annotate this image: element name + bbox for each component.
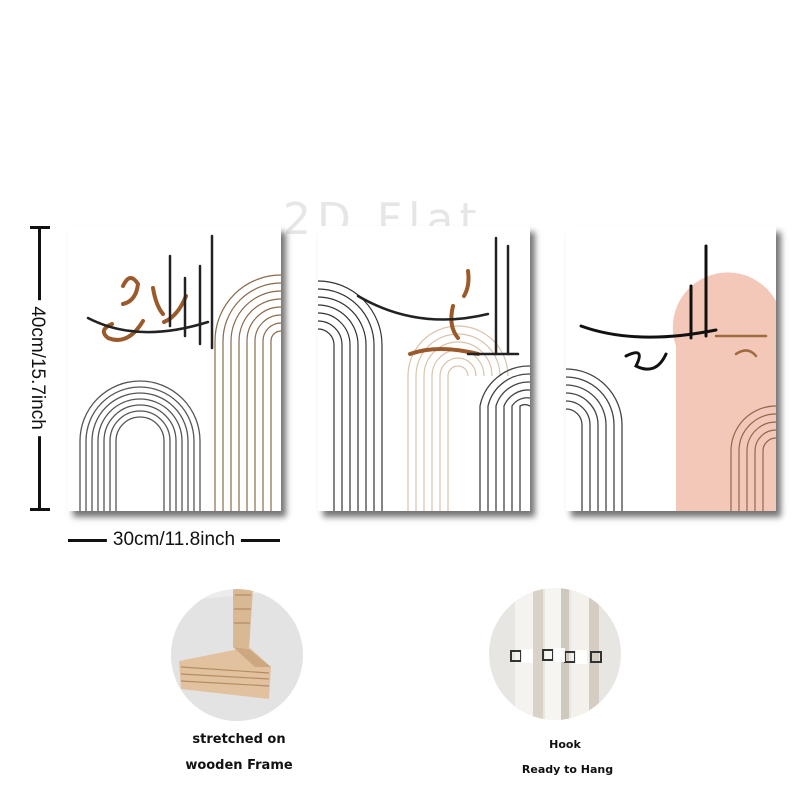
panel-3-artwork	[566, 244, 776, 511]
height-label: 40cm/15.7inch	[26, 300, 48, 436]
wooden-frame-photo	[171, 589, 303, 721]
pink-arch-shape	[672, 272, 776, 511]
hook-caption-line-2: Ready to Hang	[521, 763, 614, 776]
panel-2-artwork	[318, 236, 530, 511]
canvas-panel-2	[318, 226, 530, 511]
canvas-panel-1	[68, 226, 281, 511]
wooden-frame-caption-line-2: wooden Frame	[185, 758, 293, 773]
hook-photo	[489, 588, 621, 720]
height-dimension-cap-bottom	[30, 508, 50, 511]
hook-caption-line-1: Hook	[549, 738, 581, 751]
canvas-panel-3	[566, 226, 776, 511]
panel-1-artwork	[79, 234, 281, 511]
height-dimension-cap-top	[30, 226, 50, 229]
wooden-frame-caption-line-1: stretched on	[192, 732, 286, 747]
width-label: 30cm/11.8inch	[106, 529, 242, 551]
